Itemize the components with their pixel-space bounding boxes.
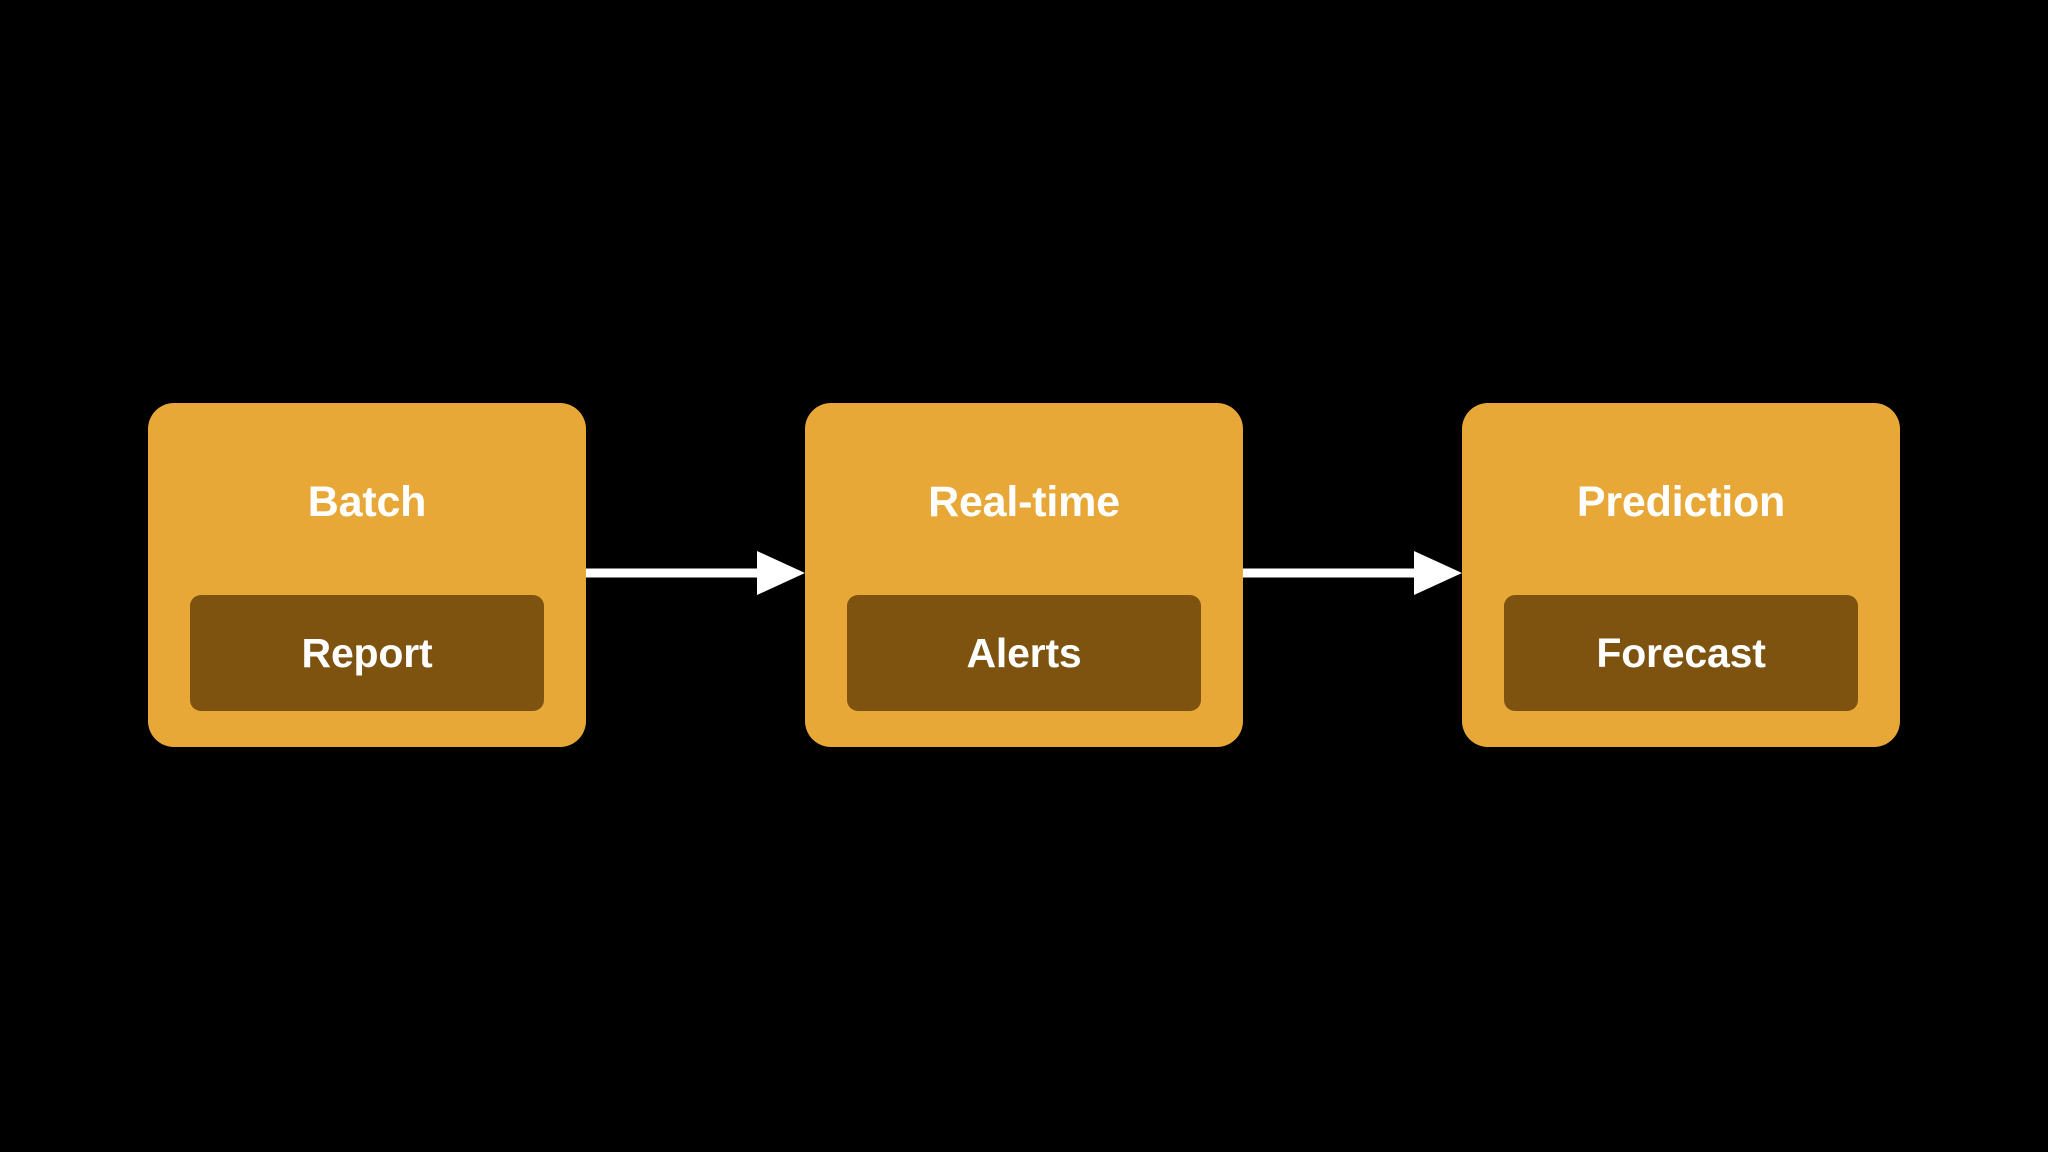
node-badge-forecast[interactable]: Forecast	[1504, 595, 1858, 711]
node-title: Batch	[307, 478, 427, 526]
node-badge-label: Report	[301, 629, 433, 676]
flow-row: Batch Report Real-time Alerts	[148, 403, 1900, 747]
connector-batch-to-realtime	[586, 403, 805, 747]
node-batch[interactable]: Batch Report	[148, 403, 586, 747]
node-badge-label: Alerts	[966, 629, 1082, 676]
node-title: Prediction	[1576, 478, 1786, 526]
node-realtime[interactable]: Real-time Alerts	[805, 403, 1243, 747]
arrow-right-icon	[1243, 551, 1462, 595]
arrow-right-icon	[586, 551, 805, 595]
node-badge-label: Forecast	[1596, 629, 1766, 676]
node-badge-alerts[interactable]: Alerts	[847, 595, 1201, 711]
node-badge-report[interactable]: Report	[190, 595, 544, 711]
node-prediction[interactable]: Prediction Forecast	[1462, 403, 1900, 747]
connector-realtime-to-prediction	[1243, 403, 1462, 747]
node-title: Real-time	[928, 478, 1120, 526]
